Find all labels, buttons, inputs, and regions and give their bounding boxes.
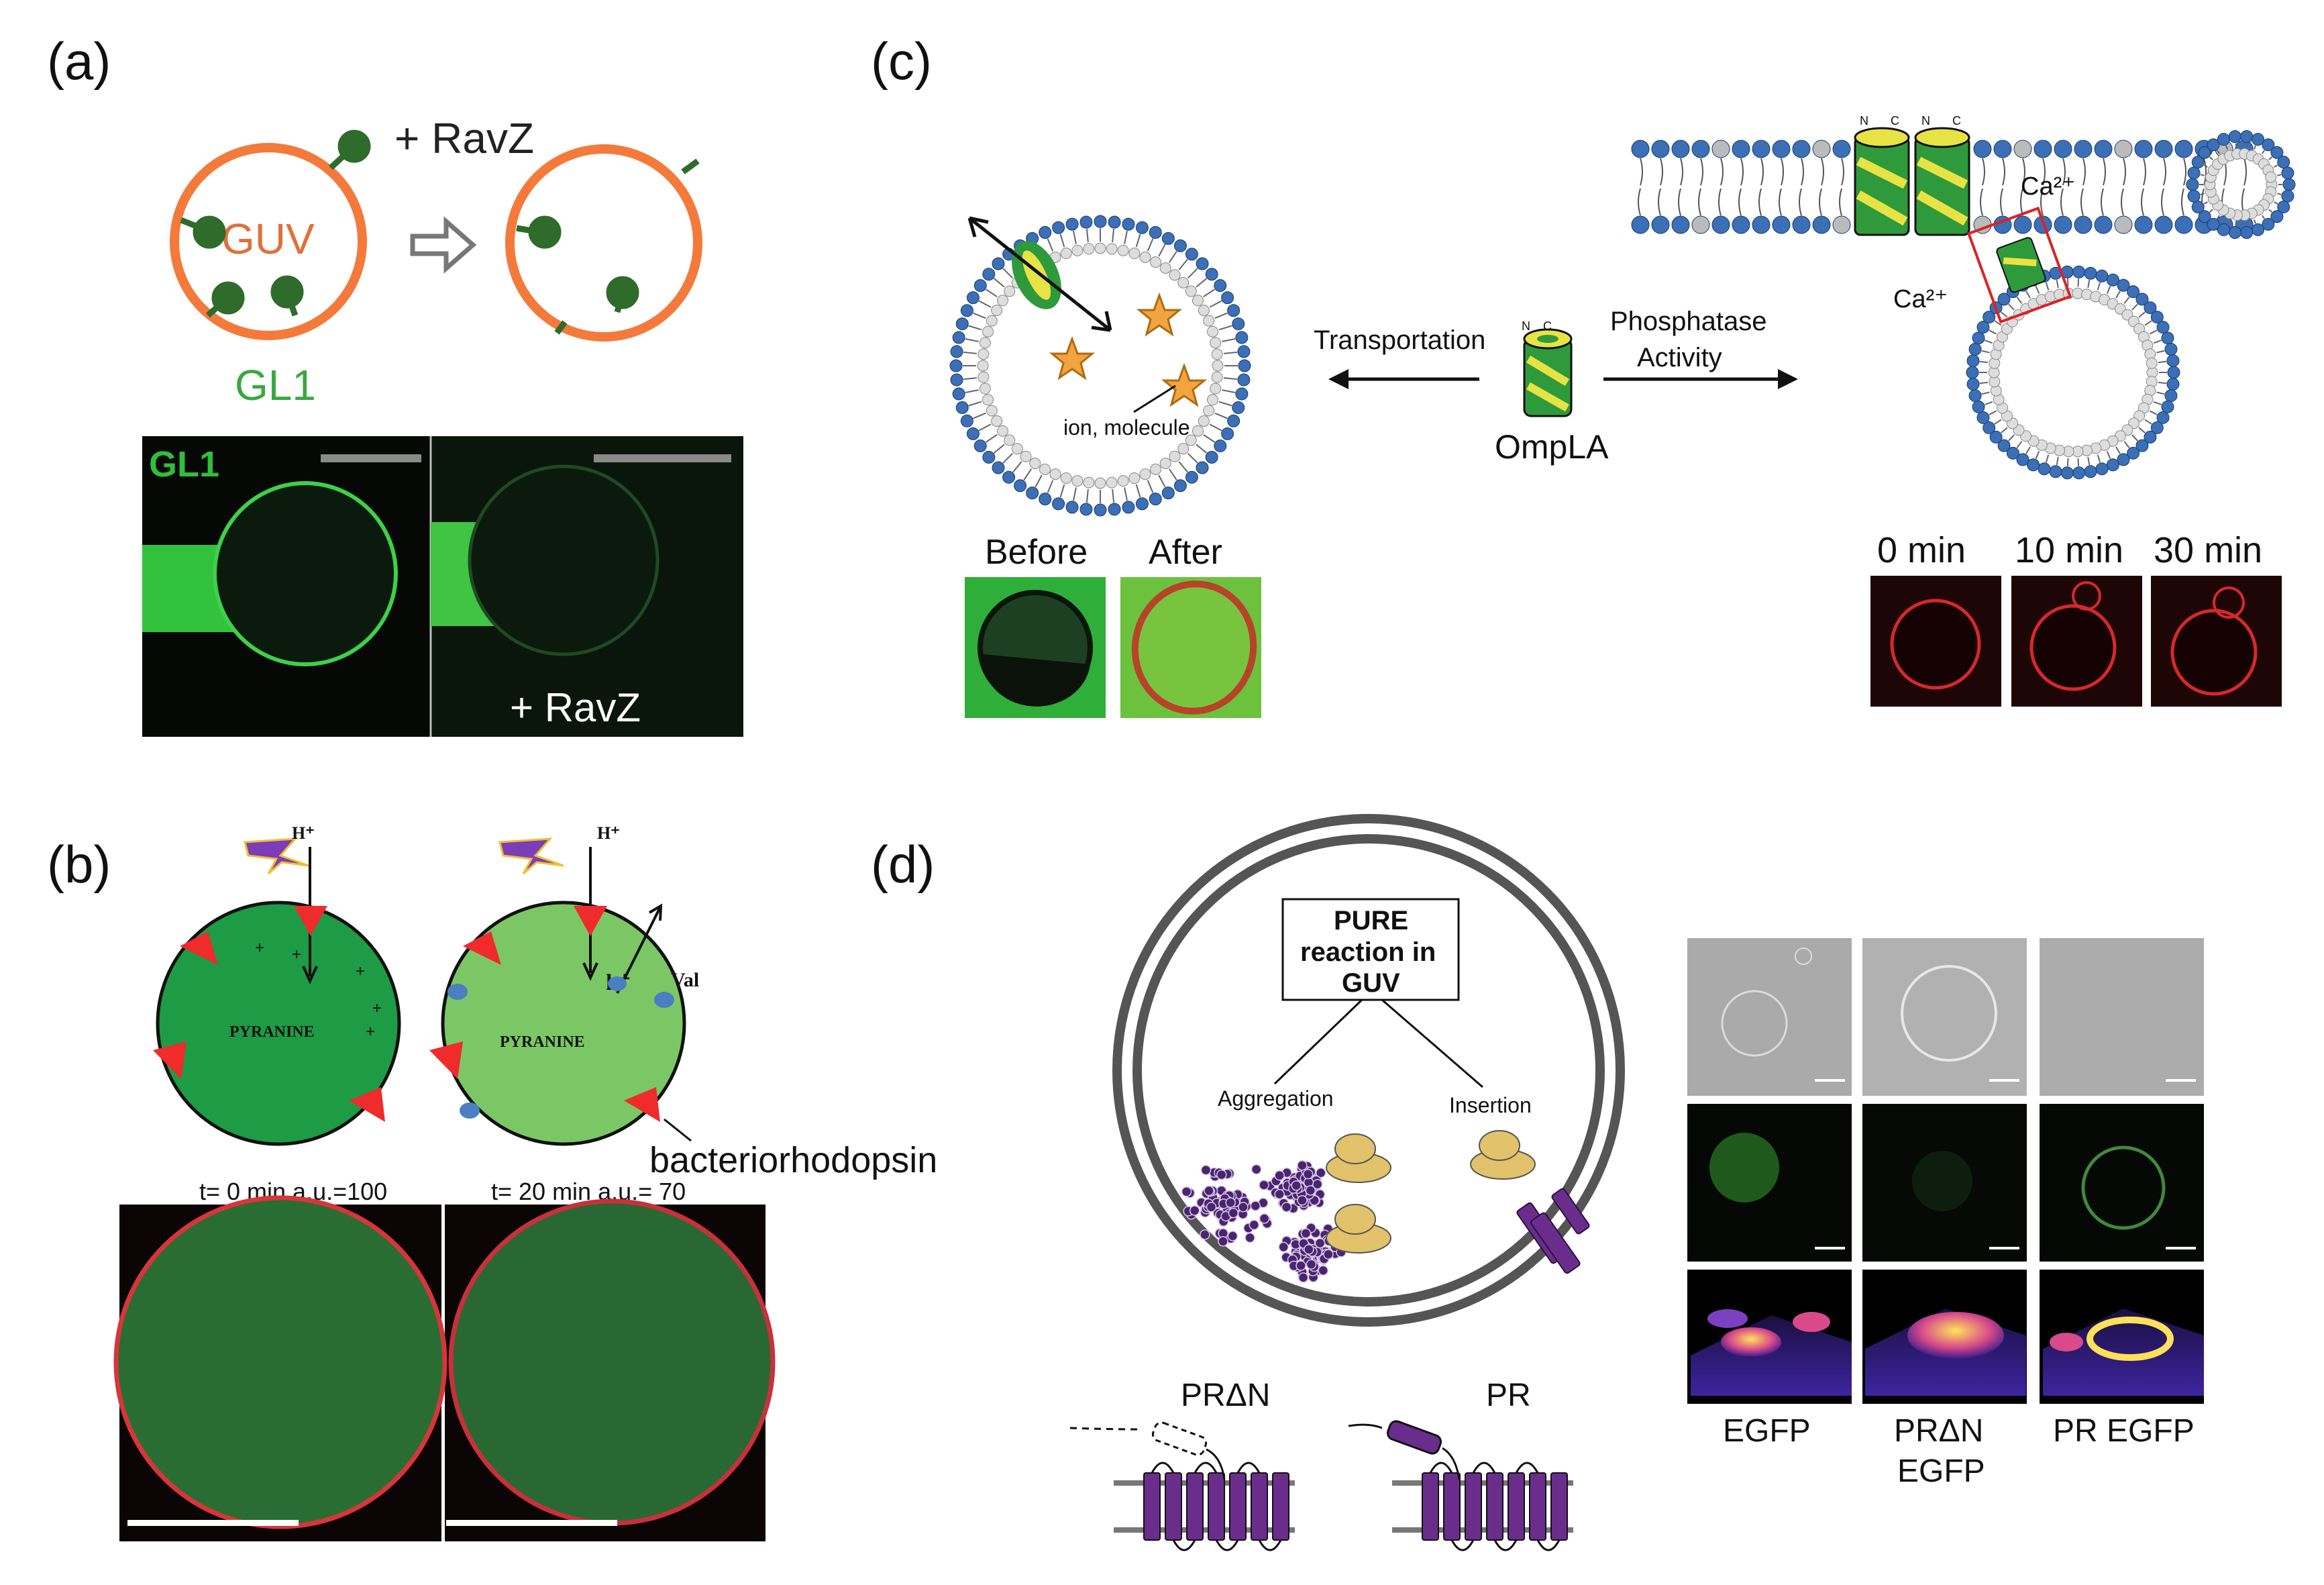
egfp-label: EGFP [1723,1413,1811,1449]
bilayer-c-2: C [1952,114,1961,127]
panel-b: (b) H⁺ H⁺ PYRANINE +++ ++ PYRANINE k⁺ Va… [47,823,937,1541]
panel-label-a: (a) [47,32,111,91]
lightning-icon-1 [244,837,309,875]
bacteriorhodopsin-label: bacteriorhodopsin [649,1140,937,1180]
h-plus-1: H⁺ [292,823,315,843]
pr-dn-label: PRΔN [1181,1378,1270,1413]
pure-label-1: PURE [1334,906,1408,935]
small-vesicle [2186,130,2296,239]
lightning-icon-2 [498,837,564,875]
scale-bar-a1 [321,454,421,462]
aggregation-label: Aggregation [1218,1086,1334,1111]
valinomycin-icons [447,976,674,1119]
phosphatase-label-1: Phosphatase [1610,307,1767,336]
h-plus-2: H⁺ [597,823,620,843]
guv-membrane-left [170,143,367,340]
membrane-protein-right [1996,237,2046,293]
fl-3 [2040,1104,2204,1262]
panel-d: (d) PURE reaction in GUV Aggregation Ins… [871,814,2204,1551]
bacteriorhodopsin-pumps-1 [153,906,385,1122]
bacteriorhodopsin-pumps-2 [429,906,660,1122]
vesicle-a1 [213,481,398,666]
svg-text:+: + [356,962,365,980]
transportation-label: Transportation [1314,325,1485,355]
bilayer-n-1: N [1860,114,1868,127]
bf-2 [1862,938,2027,1096]
protein-aggregates [1181,1160,1346,1283]
panel-a: (a) + RavZ GUV GL1 GL1 + RavZ [47,32,743,737]
gl1-label: GL1 [235,361,316,409]
guv-inner-ring [1132,834,1605,1307]
liposome-left [949,215,1251,517]
panel-label-c: (c) [871,32,932,91]
prdn-egfp-label-1: PRΔN [1894,1413,1983,1449]
ion-molecule-label: ion, molecule [1063,415,1190,440]
panel-label-b: (b) [47,835,111,894]
ravz-label-top: + RavZ [394,114,534,162]
calcium-label-2: Ca²⁺ [1893,285,1948,313]
svg-text:+: + [366,1023,375,1041]
insertion-label: Insertion [1449,1093,1532,1117]
micro-gl1-label: GL1 [149,444,219,484]
guv-label: GUV [221,215,315,263]
pr-diagram [1348,1420,1573,1551]
pure-box [1281,898,1460,1001]
calcium-label-1: Ca²⁺ [2021,172,2075,201]
time-label-0: 0 min [1877,530,1966,570]
vesicle-b2 [448,1198,776,1526]
guv-outer-ring [1112,814,1625,1327]
pr-egfp-label: PR EGFP [2053,1413,2195,1449]
prdn-egfp-label-2: EGFP [1897,1453,1985,1489]
micro-ravz-label: + RavZ [510,685,641,730]
pr-dn-diagram [1069,1421,1295,1551]
svg-text:+: + [292,945,301,964]
svg-text:+: + [255,939,264,957]
pyranine-label-2: PYRANINE [500,1033,585,1051]
gl1-lollipops-right [516,158,700,335]
budding-vesicle [1966,265,2180,480]
before-label: Before [985,533,1088,572]
ravz-arrow [410,216,477,274]
scale-bar-b1 [127,1520,299,1526]
channel-protein-left [1012,241,1061,309]
guv-membrane-right [505,144,702,342]
time-label-10: 10 min [2015,530,2123,570]
panel-c: (c) ion, molecule Before After Transport… [871,32,2296,718]
pr-label: PR [1486,1378,1531,1413]
omp-label: OmpLA [1495,428,1609,466]
bilayer-proteins [1854,127,1970,236]
time-label-30: 30 min [2154,530,2262,570]
ribosomes [1326,1130,1536,1254]
pure-label-2: reaction in [1300,937,1436,967]
micro-grid-d [1687,938,2204,1404]
panel-label-d: (d) [871,835,935,894]
cargo-stars [1049,292,1208,407]
scale-bar-b2 [446,1520,617,1526]
val-label: Val [671,969,699,991]
svg-text:+: + [372,999,382,1017]
plus-signs-1: + + + + + [255,939,382,1041]
bilayer-n-2: N [1921,114,1930,127]
scale-bar-a2 [594,454,731,462]
omp-barrel-icon [1523,328,1573,417]
vesicle-b1 [113,1195,447,1529]
vesicle-a2 [468,464,659,656]
lipid-bilayer [1631,140,2254,234]
inserted-pr [1516,1188,1590,1274]
gl1-lollipops-left [180,130,371,318]
bf-1 [1687,938,1852,1096]
omp-n-label: N [1522,319,1530,333]
pyranine-label-1: PYRANINE [229,1023,315,1041]
pure-label-3: GUV [1342,968,1400,998]
bf-3 [2040,938,2204,1096]
phosphatase-label-2: Activity [1637,343,1722,372]
highlight-box [1966,206,2072,324]
pyranine-vesicle-2 [441,901,686,1146]
bilayer-c-1: C [1891,114,1899,127]
after-label: After [1149,533,1222,572]
pyranine-vesicle-1 [156,901,401,1146]
